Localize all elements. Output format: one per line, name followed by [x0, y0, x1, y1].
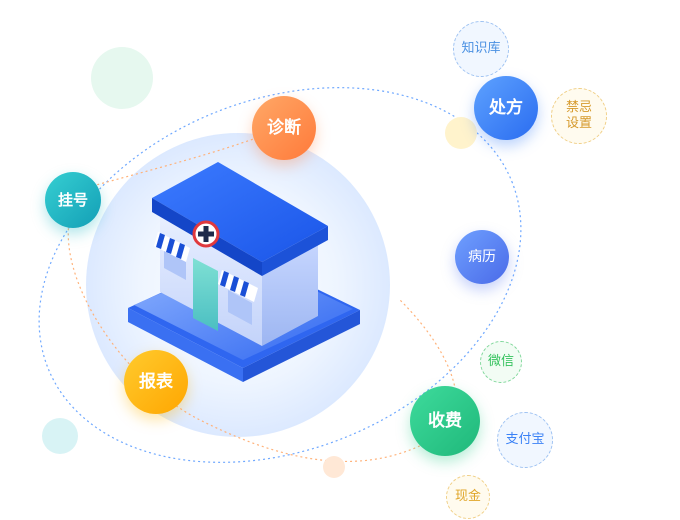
node-guahao: 挂号 — [45, 172, 101, 228]
node-jinji: 禁忌设置 — [551, 88, 607, 144]
node-zhifubao: 支付宝 — [497, 412, 553, 468]
decor-circle-green — [91, 47, 153, 109]
node-xianjin: 现金 — [446, 475, 490, 519]
decor-circle-cyan — [42, 418, 78, 454]
clinic-building-icon — [128, 162, 360, 382]
medical-cross-icon — [192, 220, 220, 248]
decor-circle-peach — [323, 456, 345, 478]
node-bingli: 病历 — [455, 230, 509, 284]
node-weixin: 微信 — [480, 341, 522, 383]
decor-circle-yellow — [445, 117, 477, 149]
node-zhishiku: 知识库 — [453, 21, 509, 77]
node-shoufei: 收费 — [410, 386, 480, 456]
node-baobiao: 报表 — [124, 350, 188, 414]
node-chufang: 处方 — [474, 76, 538, 140]
node-zhenduan: 诊断 — [252, 96, 316, 160]
orbit-blue — [38, 87, 522, 463]
